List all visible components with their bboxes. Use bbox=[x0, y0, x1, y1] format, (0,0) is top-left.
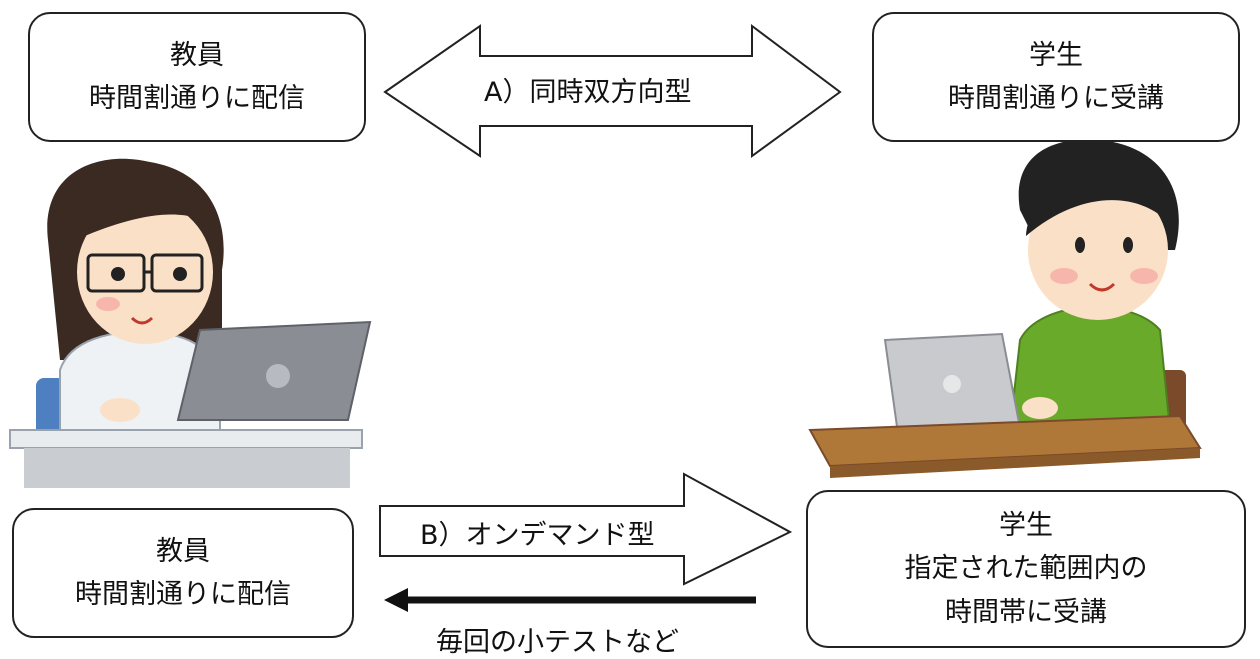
teacher-sync-title: 教員 bbox=[170, 39, 224, 71]
teacher-sync-desc: 時間割通りに配信 bbox=[89, 83, 305, 114]
student-ondemand-title: 学生 bbox=[999, 510, 1053, 542]
student-sync-box: 学生 時間割通りに受講 bbox=[872, 12, 1240, 142]
student-ondemand-desc-1: 指定された範囲内の bbox=[904, 553, 1148, 585]
student-face bbox=[1028, 180, 1168, 320]
teacher-sync-box: 教員 時間割通りに配信 bbox=[28, 12, 366, 142]
student-sync-desc: 時間割通りに受講 bbox=[948, 83, 1164, 114]
teacher-ondemand-desc: 時間割通りに配信 bbox=[75, 579, 291, 610]
teacher-ondemand-box: 教員 時間割通りに配信 bbox=[12, 508, 354, 638]
student-ondemand-desc-2: 時間帯に受講 bbox=[945, 596, 1107, 628]
return-arrow-head bbox=[384, 588, 408, 612]
arrow-a-label: A）同時双方向型 bbox=[484, 77, 692, 108]
arrow-b-label: B）オンデマンド型 bbox=[420, 520, 655, 551]
teacher-desk bbox=[24, 448, 350, 488]
student-sync-title: 学生 bbox=[1029, 39, 1083, 71]
return-arrow-label: 毎回の小テストなど bbox=[436, 627, 679, 658]
teacher-ondemand-title: 教員 bbox=[156, 535, 210, 567]
teacher-chair bbox=[36, 378, 66, 438]
right-arrow-b bbox=[379, 472, 793, 586]
student-ondemand-box: 学生 指定された範囲内の 時間帯に受講 bbox=[806, 490, 1246, 648]
double-arrow-a bbox=[383, 24, 842, 158]
